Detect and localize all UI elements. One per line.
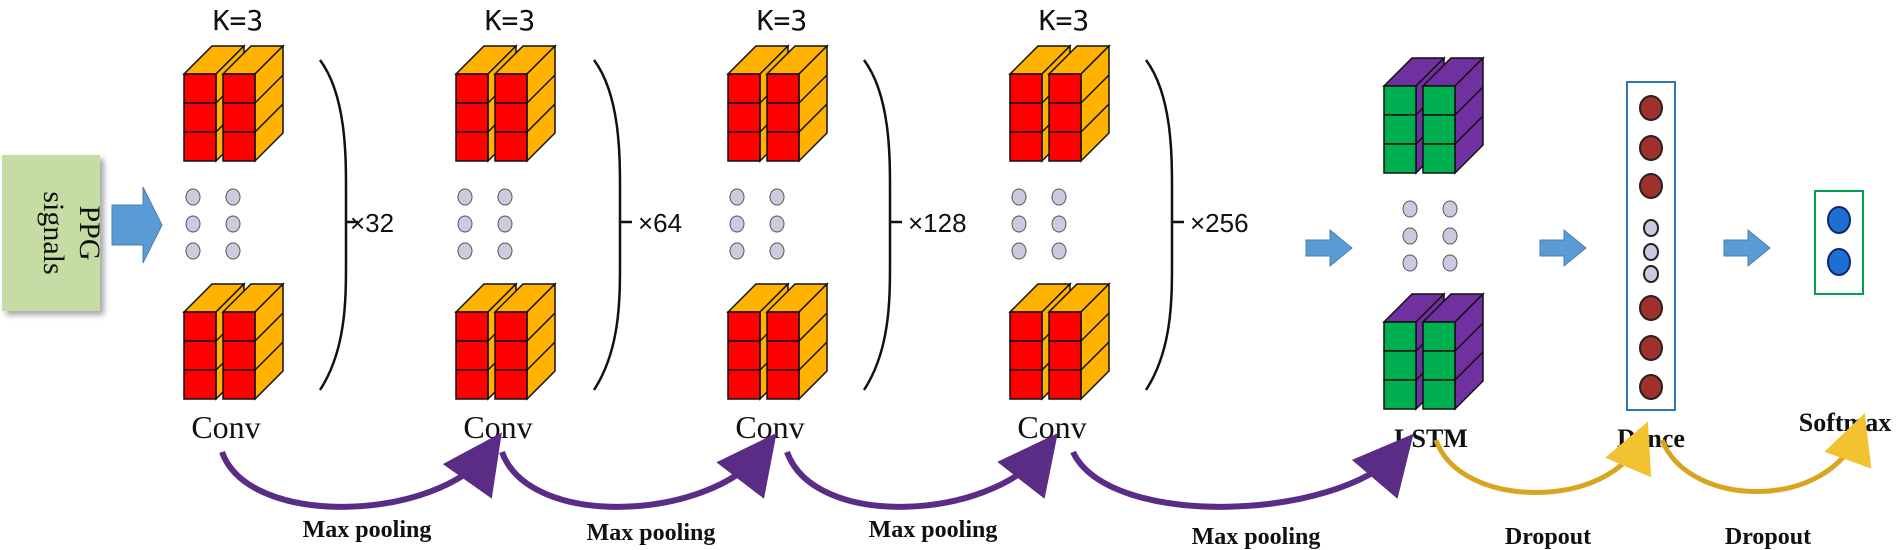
dense-node-5	[1643, 243, 1659, 261]
lstm-top-col-2	[1421, 56, 1485, 175]
filter-count-label-4: ×256	[1190, 208, 1249, 238]
input-arrow	[111, 186, 163, 264]
conv-label-1: Conv	[191, 409, 260, 445]
conv-stage-4-dots	[1011, 188, 1067, 260]
lstm-block	[1382, 56, 1485, 411]
pooling-label-4: Max pooling	[1192, 524, 1321, 550]
lstm-label: LSTM	[1394, 424, 1468, 453]
pooling-arrow-2	[499, 432, 777, 510]
conv-stage-3-dots	[729, 188, 785, 260]
softmax-node-2	[1827, 248, 1851, 276]
pooling-arrow-4	[1070, 433, 1414, 510]
dense-node-8	[1639, 335, 1663, 361]
repeat-bracket-1	[318, 59, 358, 391]
lstm-dots	[1402, 200, 1458, 272]
dense-nodes	[1639, 95, 1663, 400]
lstm-bottom-col-2	[1421, 292, 1485, 411]
pooling-label-3: Max pooling	[869, 517, 998, 543]
pooling-arrow-3	[784, 433, 1058, 510]
filter-count-label-2: ×64	[638, 208, 682, 238]
repeat-bracket-4	[1144, 59, 1184, 391]
dense-label: Dence	[1617, 424, 1685, 453]
conv-stage-3-bottom-col-2	[765, 282, 829, 401]
filter-count-label-1: ×32	[350, 208, 394, 238]
kernel-size-label-2: K=3	[485, 4, 536, 37]
repeat-bracket-2	[592, 59, 632, 391]
conv-label-3: Conv	[735, 409, 804, 445]
dense-node-7	[1639, 295, 1663, 321]
filter-count-label-3: ×128	[908, 208, 967, 238]
conv-label-4: Conv	[1017, 409, 1086, 445]
dense-node-1	[1639, 95, 1663, 121]
conv-stage-4-top-col-2	[1047, 44, 1111, 163]
pooling-label-2: Max pooling	[587, 520, 716, 546]
conv-stage-1-bottom-col-2	[221, 282, 285, 401]
conv-stage-2-dots	[457, 188, 513, 260]
dropout-arrow-1	[1433, 421, 1652, 495]
conv-stage-3-top-col-2	[765, 44, 829, 163]
input-label-line2: signals	[37, 191, 70, 274]
conv-stage-2-top-col-2	[493, 44, 557, 163]
dense-node-9	[1639, 374, 1663, 400]
kernel-size-label-1: K=3	[213, 4, 264, 37]
kernel-size-label-3: K=3	[757, 4, 808, 37]
arrow-to-dense	[1539, 228, 1587, 268]
input-box: PPG signals	[2, 155, 106, 311]
conv-stage-2-bottom-col-2	[493, 282, 557, 401]
conv-stage-4-bottom-col-2	[1047, 282, 1111, 401]
arrow-to-softmax	[1723, 228, 1771, 268]
pooling-arrow-1	[219, 432, 502, 510]
kernel-size-label-4: K=3	[1039, 4, 1090, 37]
softmax-label: Softmax	[1799, 408, 1891, 437]
conv-stage-1-top-col-2	[221, 44, 285, 163]
arrow-to-lstm	[1305, 228, 1353, 268]
dense-node-2	[1639, 135, 1663, 161]
dropout-label-1: Dropout	[1505, 524, 1591, 550]
dense-node-3	[1639, 173, 1663, 199]
repeat-bracket-3	[862, 59, 902, 391]
dense-node-6	[1643, 265, 1659, 283]
conv-stage-1-dots	[185, 188, 241, 260]
softmax-node-1	[1827, 206, 1851, 234]
conv-label-2: Conv	[463, 409, 532, 445]
pooling-label-1: Max pooling	[303, 517, 432, 543]
dropout-arrow-2	[1659, 413, 1872, 494]
dense-node-4	[1643, 219, 1659, 237]
dropout-label-2: Dropout	[1725, 524, 1811, 550]
input-label-line1: PPG	[73, 205, 106, 260]
